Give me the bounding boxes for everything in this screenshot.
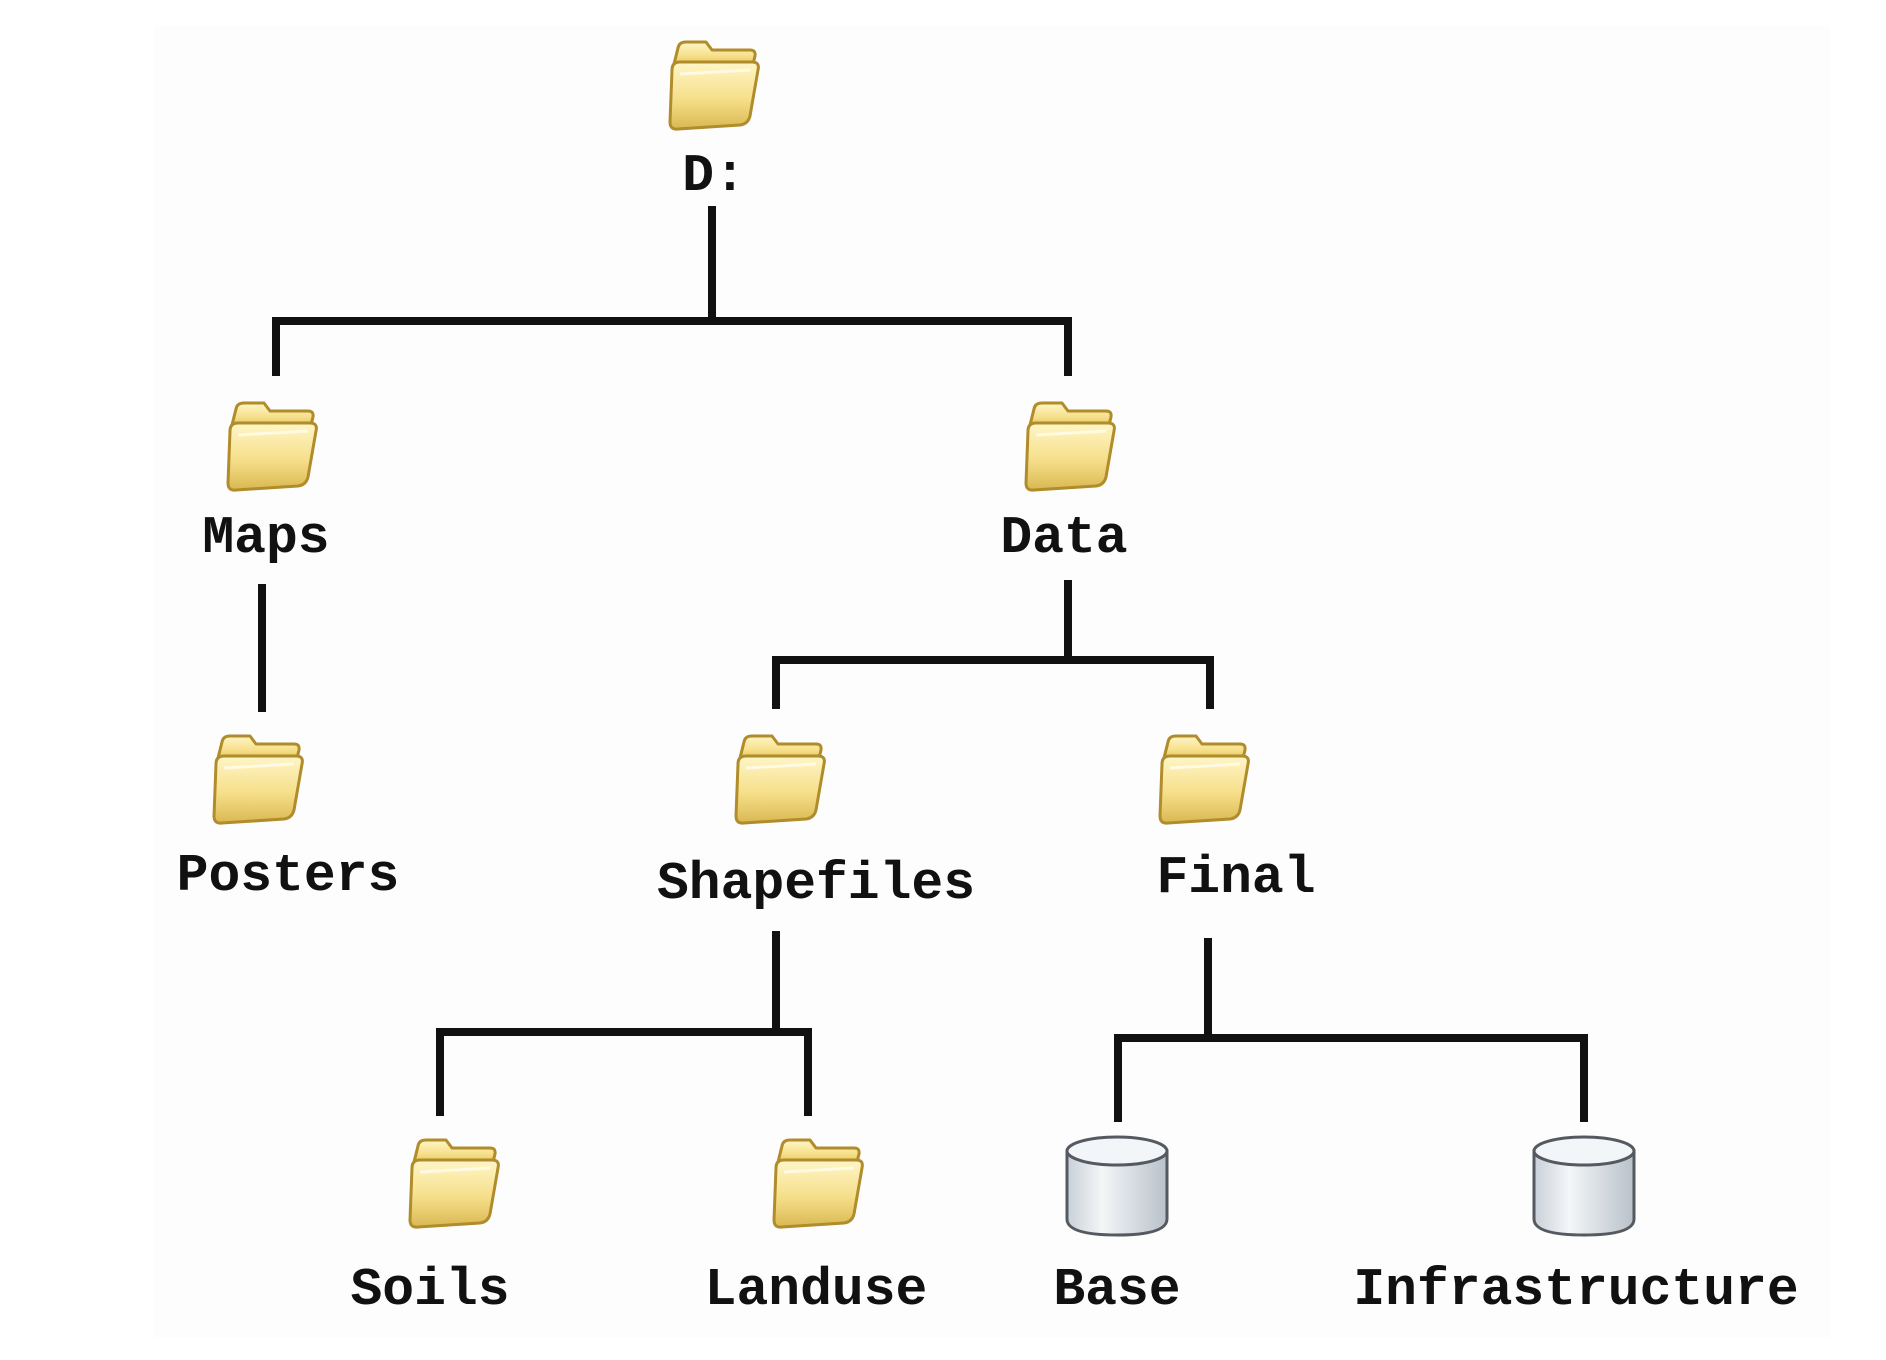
node-label-landuse: Landuse: [705, 1260, 928, 1320]
tree-node-d: D:: [668, 40, 760, 206]
node-label-maps: Maps: [202, 508, 329, 568]
node-label-infrastructure: Infrastructure: [1353, 1260, 1798, 1320]
tree-nodes: D: Maps Data Posters Shapefiles Final So…: [177, 40, 1799, 1320]
node-label-base: Base: [1053, 1260, 1180, 1320]
tree-node-data: Data: [1000, 401, 1128, 568]
tree-node-posters: Posters: [177, 734, 400, 906]
tree-node-soils: Soils: [350, 1138, 510, 1320]
folder-icon: [668, 40, 760, 131]
folder-icon: [772, 1138, 864, 1229]
tree-node-landuse: Landuse: [705, 1138, 928, 1320]
connector-lines: [258, 206, 1588, 1122]
node-label-d: D:: [682, 146, 746, 206]
database-icon: [1065, 1135, 1169, 1237]
folder-icon: [734, 734, 826, 825]
tree-node-base: Base: [1053, 1135, 1181, 1320]
folder-icon: [226, 401, 318, 492]
node-label-data: Data: [1000, 508, 1127, 568]
tree-node-final: Final: [1156, 734, 1316, 908]
tree-node-infrastructure: Infrastructure: [1353, 1135, 1799, 1320]
node-label-soils: Soils: [350, 1260, 509, 1320]
folder-icon: [212, 734, 304, 825]
node-label-posters: Posters: [177, 846, 400, 906]
folder-icon: [1024, 401, 1116, 492]
tree-node-maps: Maps: [202, 401, 330, 568]
folder-icon: [408, 1138, 500, 1229]
node-label-shapefiles: Shapefiles: [657, 854, 975, 914]
node-label-final: Final: [1156, 848, 1315, 908]
tree-node-shapefiles: Shapefiles: [657, 734, 975, 914]
folder-icon: [1158, 734, 1250, 825]
diagram-background: [154, 26, 1830, 1338]
database-icon: [1532, 1135, 1636, 1237]
